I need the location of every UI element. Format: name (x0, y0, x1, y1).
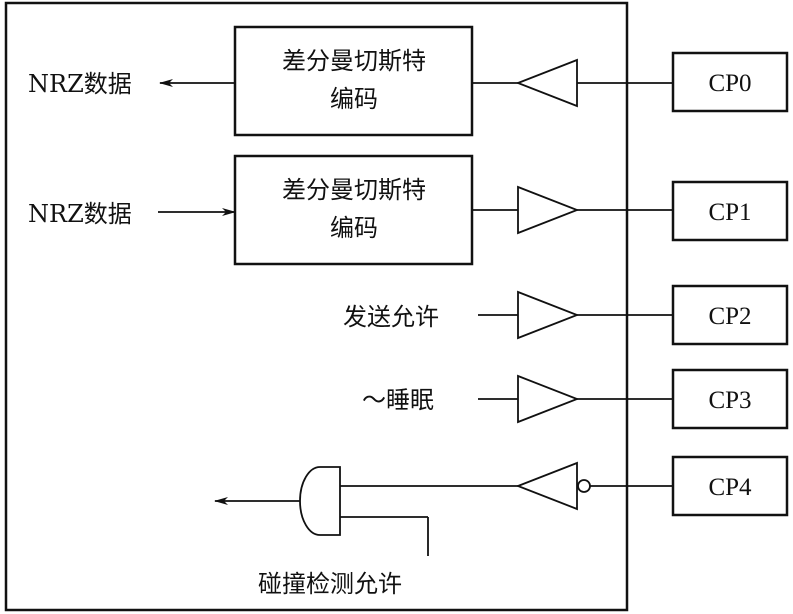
pin-box-cp1 (671, 180, 789, 242)
encoder-block-0-line1: 差分曼切斯特 (282, 47, 426, 75)
encoder-block-0 (233, 25, 474, 137)
encoder-block-1 (233, 154, 474, 266)
encoder-block-0-line2: 编码 (330, 85, 378, 113)
pin-box-cp2 (671, 284, 789, 346)
transmit-enable-label: 发送允许 (343, 303, 439, 331)
chip-outline (4, 1, 629, 612)
encoder-block-1-line1: 差分曼切斯特 (282, 176, 426, 204)
nrz-in-label: NRZ数据 (28, 200, 132, 228)
pin-label-cp1: CP1 (708, 199, 751, 226)
and-gate-icon (299, 466, 341, 536)
collision-detect-label: 碰撞检测允许 (258, 570, 402, 598)
buffer-right-icon-3 (517, 374, 580, 424)
inverter-bubble-icon (577, 479, 591, 493)
pin-label-cp3: CP3 (708, 387, 751, 414)
nrz-out-label: NRZ数据 (28, 70, 132, 98)
pin-box-cp3 (671, 368, 789, 430)
buffer-right-icon-2 (517, 290, 580, 340)
buffer-right-icon-1 (517, 185, 580, 235)
sleep-label: ～睡眠 (362, 386, 434, 414)
buffer-left-icon-4 (515, 461, 578, 511)
encoder-block-1-line2: 编码 (330, 214, 378, 242)
pin-label-cp4: CP4 (708, 474, 752, 501)
pin-label-cp2: CP2 (708, 303, 751, 330)
pin-box-cp0 (671, 51, 789, 113)
pin-label-cp0: CP0 (708, 70, 751, 97)
buffer-left-icon-0 (515, 58, 578, 108)
